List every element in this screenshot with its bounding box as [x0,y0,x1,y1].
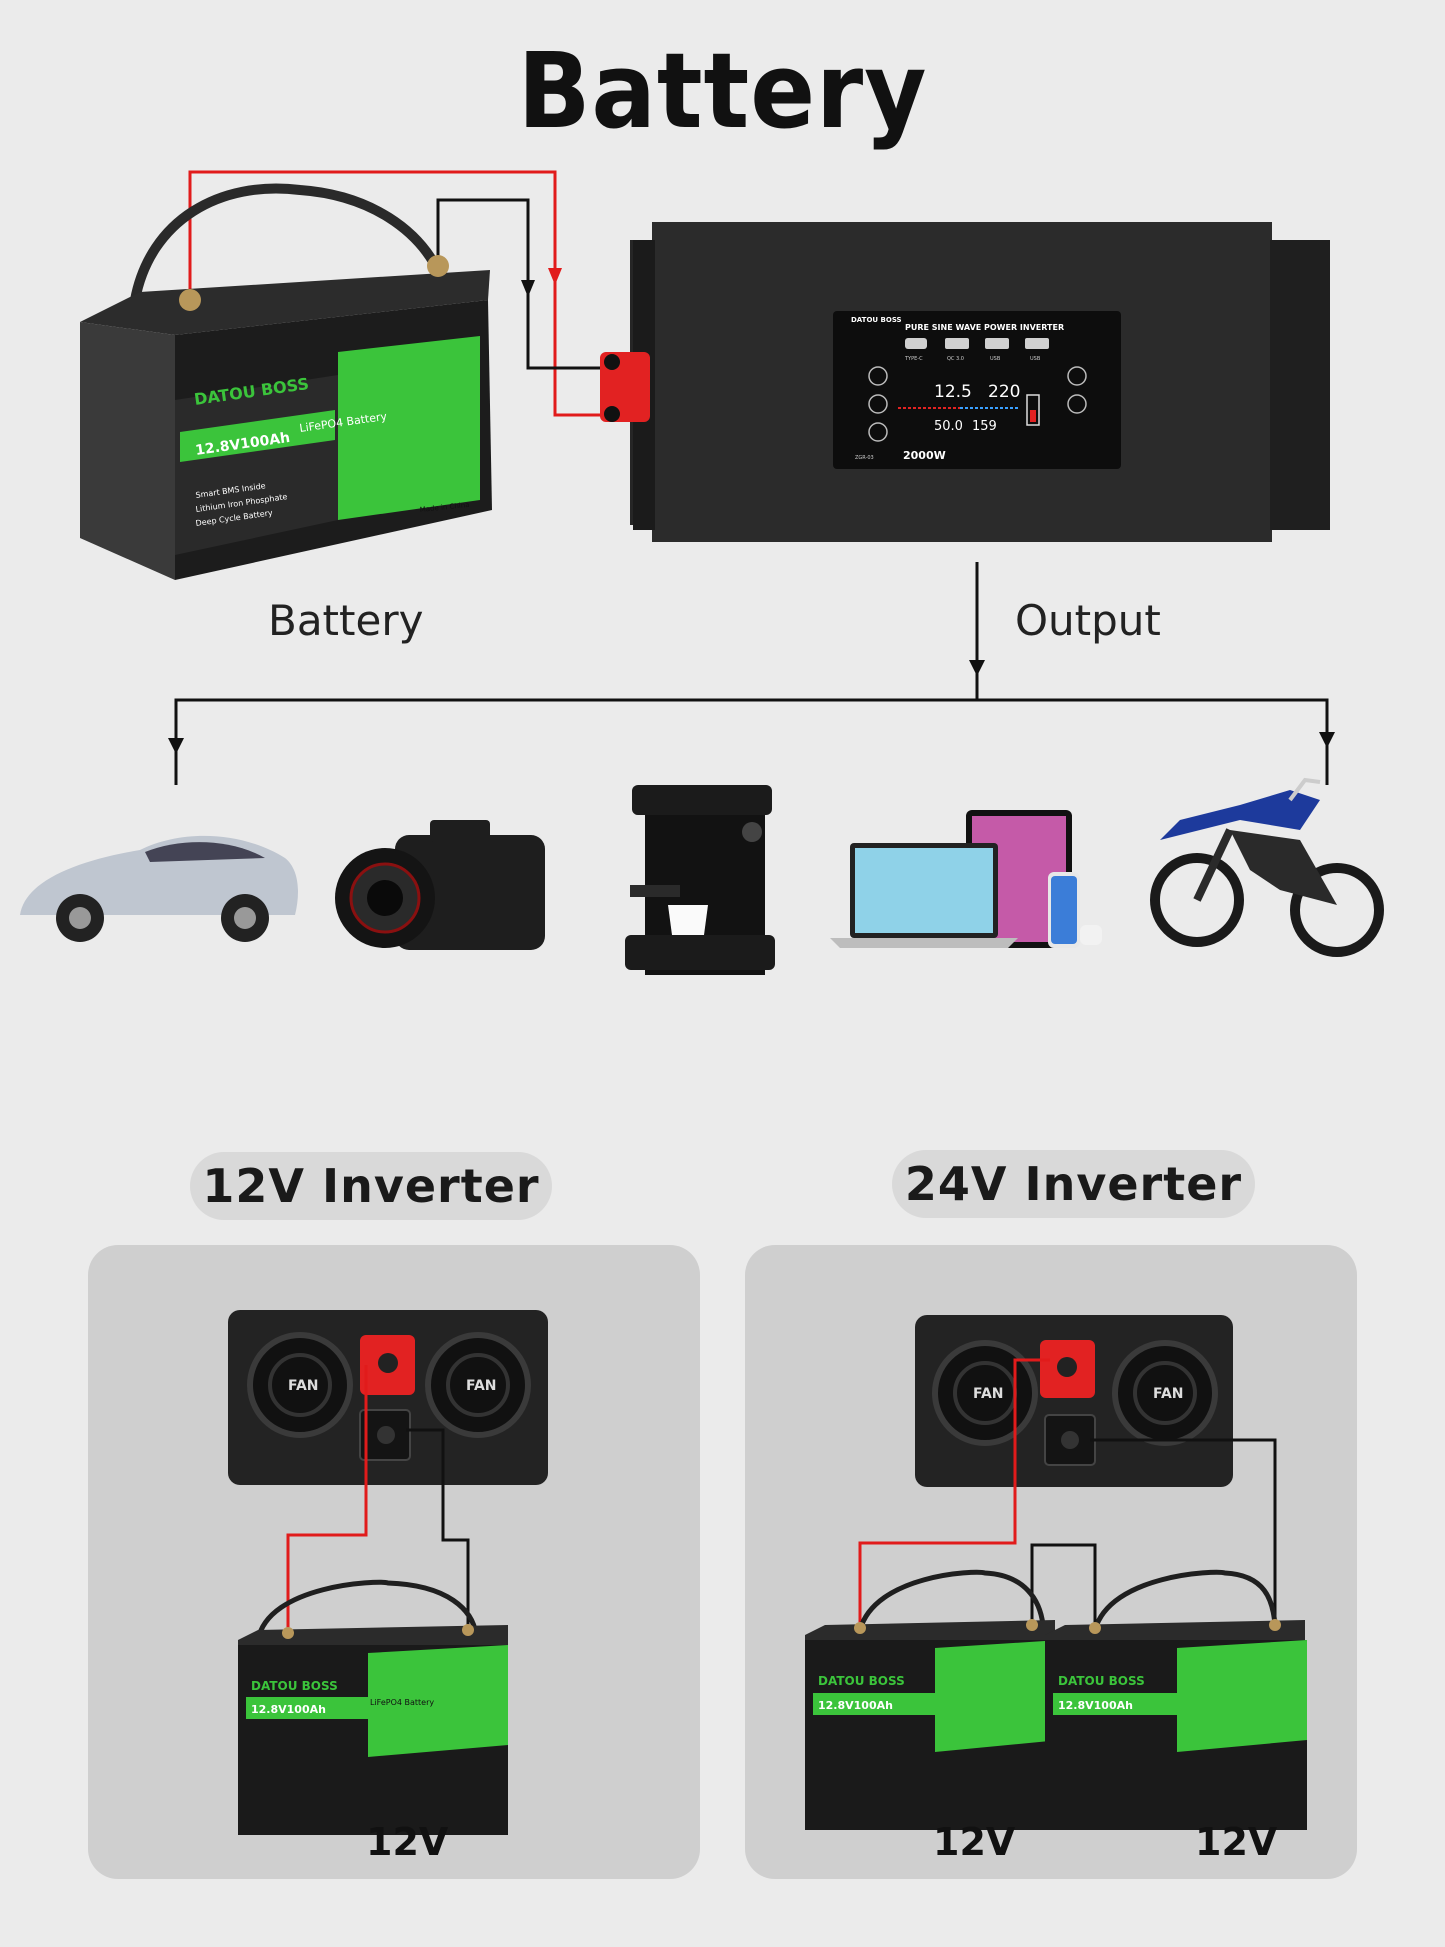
section-12v-title: 12V Inverter [190,1152,552,1220]
display-output-voltage: 220 [988,382,1020,402]
top-diagram: DATOU BOSS 12.8V100Ah LiFePO4 Battery Sm… [20,170,1384,975]
panel-24v: FAN FAN DATOU BOSS 12.8V100Ah DATOU BOSS… [745,1245,1357,1879]
display-model: ZGR-03 [855,455,874,461]
red-arrow [548,268,562,285]
device-motorcycle [1150,777,1384,957]
display-input-voltage: 12.5 [934,382,972,402]
section-24v-title: 24V Inverter [892,1150,1255,1218]
black-arrow [521,280,535,297]
output-arrow-center [969,660,985,676]
output-arrow-left [168,738,184,754]
page-title: Battery [517,30,928,152]
port-typec: TYPE-C [904,356,923,362]
panel-24v-battery-1-capacity: 12.8V100Ah [818,1699,893,1712]
panel-24v-battery-1-brand: DATOU BOSS [818,1674,905,1688]
output-label: Output [1015,596,1161,645]
display-output-power: 159 [972,419,997,434]
panel-24v-volt-label-2: 12V [1195,1820,1278,1864]
port-usb-1: USB [990,356,1001,362]
panel-24v-volt-label-1: 12V [933,1820,1016,1864]
output-arrow-right [1319,732,1335,748]
inverter-top: DATOU BOSS PURE SINE WAVE POWER INVERTER… [600,222,1330,542]
port-usb-2: USB [1030,356,1041,362]
inverter-display [833,311,1121,469]
device-coffee-machine [625,785,775,975]
panel-12v-diagram: FAN FAN DATOU BOSS 12.8V100Ah LiFePO4 Ba… [228,1310,548,1835]
panel-12v-volt-label: 12V [366,1820,449,1864]
display-heading: PURE SINE WAVE POWER INVERTER [905,323,1064,332]
device-camera [335,820,545,950]
fan-label-2: FAN [466,1378,497,1394]
panel-24v-battery-2-capacity: 12.8V100Ah [1058,1699,1133,1712]
device-car [20,835,298,942]
panel-12v-battery-brand: DATOU BOSS [251,1679,338,1693]
fan-label-1: FAN [288,1378,319,1394]
display-power: 2000W [903,449,946,462]
panel-24v-battery-2-brand: DATOU BOSS [1058,1674,1145,1688]
panel-24v-diagram: FAN FAN DATOU BOSS 12.8V100Ah DATOU BOSS… [805,1315,1307,1830]
panel-12v: FAN FAN DATOU BOSS 12.8V100Ah LiFePO4 Ba… [88,1245,700,1879]
panel-12v-battery-chemistry: LiFePO4 Battery [370,1698,434,1707]
fan-label-3: FAN [973,1386,1004,1402]
device-laptop-tablet-phone [830,810,1102,948]
fan-label-4: FAN [1153,1386,1184,1402]
panel-12v-battery-capacity: 12.8V100Ah [251,1703,326,1716]
port-qc: QC 3.0 [947,356,964,362]
display-brand: DATOU BOSS [851,316,902,324]
battery-top: DATOU BOSS 12.8V100Ah LiFePO4 Battery Sm… [80,183,492,580]
battery-label: Battery [268,596,424,645]
display-frequency: 50.0 [934,419,963,434]
black-wire [436,198,615,370]
